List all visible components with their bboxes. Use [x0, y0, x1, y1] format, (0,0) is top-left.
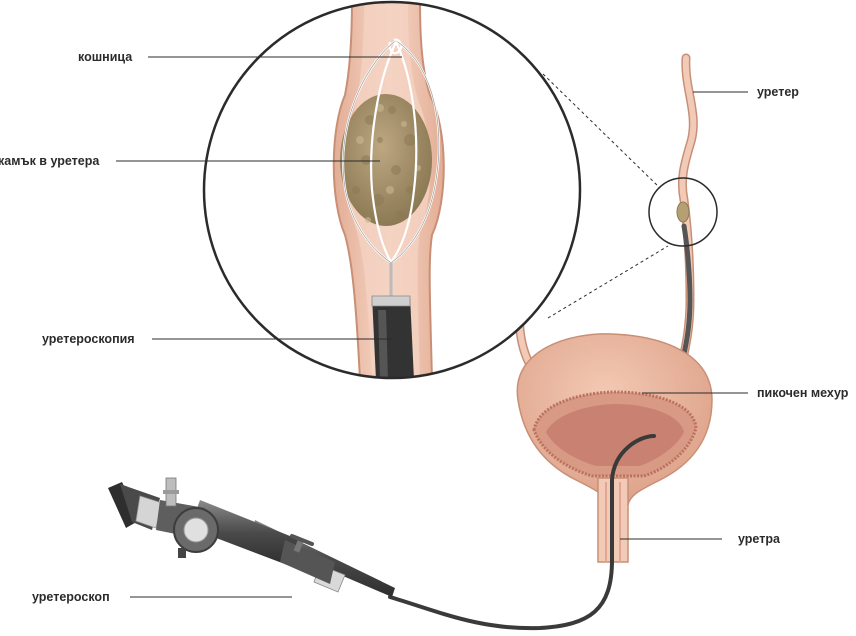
scope-tip	[371, 295, 414, 378]
label-ureter: уретер	[757, 85, 799, 99]
magnifier-small	[648, 177, 718, 247]
label-stone: камък в уретера	[0, 154, 100, 168]
label-ureteroscopy: уретероскопия	[42, 332, 135, 346]
label-urethra: уретра	[738, 532, 781, 546]
label-bladder: пикочен мехур	[757, 386, 849, 400]
label-ureteroscope: уретероскоп	[32, 590, 110, 604]
magnifier-large	[202, 0, 582, 380]
label-basket: кошница	[78, 50, 133, 64]
scope-tube	[388, 434, 656, 631]
bladder	[516, 333, 713, 563]
ureteroscope-instrument	[108, 477, 395, 597]
ureter-stone	[340, 94, 432, 226]
magnified-view	[204, 2, 580, 378]
